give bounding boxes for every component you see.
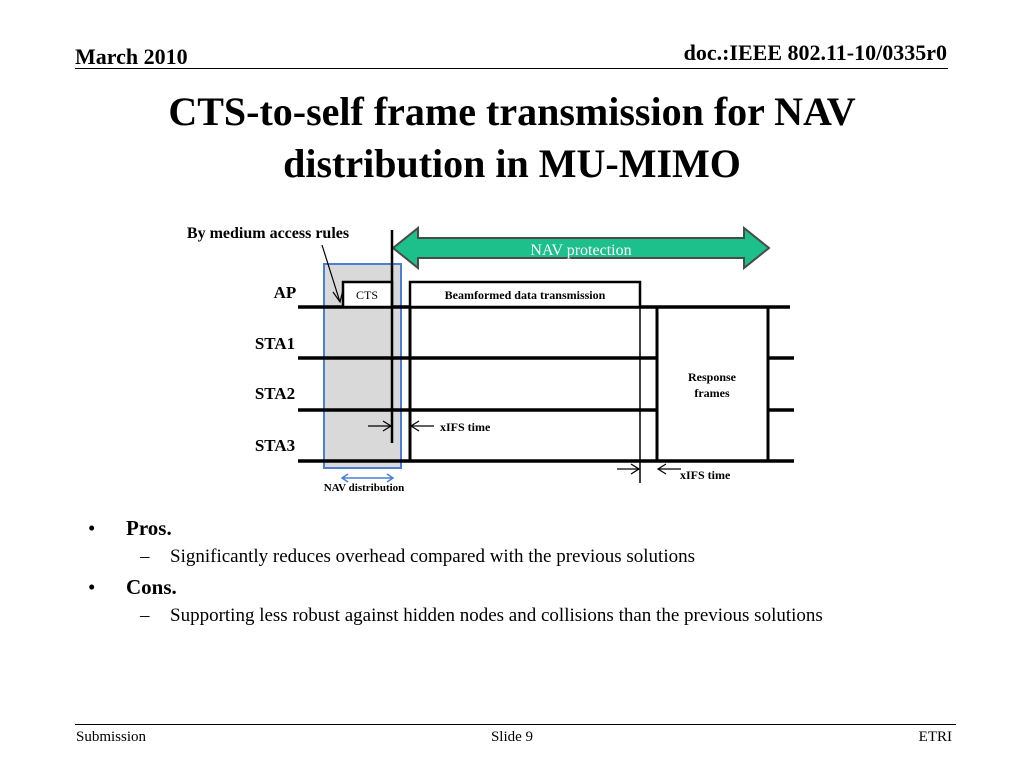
bullet-cons-sub: – Supporting less robust against hidden …: [88, 605, 948, 626]
xifs-label-1: xIFS time: [440, 420, 491, 434]
station-label-sta1: STA1: [255, 334, 295, 353]
beamformed-label: Beamformed data transmission: [445, 288, 606, 302]
beamformed-frame: [408, 280, 642, 309]
bullet-cons: • Cons.: [88, 573, 948, 601]
xifs-label-2: xIFS time: [680, 468, 731, 482]
header-date: March 2010: [75, 44, 188, 69]
xifs-arrowhead-2-left: [630, 463, 641, 475]
bullet-pros-text: Significantly reduces overhead compared …: [170, 546, 696, 567]
bullet-pros-sub: – Significantly reduces overhead compare…: [88, 546, 948, 567]
nav-protection-arrow: [391, 225, 771, 271]
nav-distribution-label: NAV distribution: [324, 482, 405, 494]
bullet-dash: –: [140, 546, 150, 567]
medium-access-pointer: [321, 244, 341, 303]
nav-distribution-arrowhead-right: [386, 473, 395, 483]
xifs-arrowhead-1-left: [382, 420, 393, 432]
xifs-arrowhead-1-right: [409, 420, 420, 432]
footer-slide-number: Slide 9: [490, 729, 534, 745]
bullet-dash: –: [140, 605, 150, 626]
slide-title: CTS-to-self frame transmission for NAV d…: [168, 89, 856, 186]
xifs-arrowhead-2-right: [656, 463, 667, 475]
station-label-sta2: STA2: [255, 384, 295, 403]
response-frames-label-line2: frames: [694, 386, 730, 400]
bullet-cons-text: Supporting less robust against hidden no…: [170, 605, 823, 626]
footer-divider: [75, 724, 956, 725]
response-frames-label-line1: Response: [688, 370, 737, 384]
cts-frame: [341, 280, 394, 309]
station-label-ap: AP: [274, 283, 297, 302]
footer-submission: Submission: [76, 729, 147, 745]
bullet-cons-label: Cons.: [126, 575, 177, 599]
bullet-pros: • Pros.: [88, 514, 948, 542]
nav-distribution-arrowhead-left: [340, 473, 349, 483]
bullet-pros-label: Pros.: [126, 516, 172, 540]
bullet-list: • Pros. – Significantly reduces overhead…: [88, 512, 948, 632]
bullet-dot: •: [88, 575, 96, 599]
cts-label: CTS: [356, 288, 378, 302]
medium-access-label: By medium access rules: [187, 225, 349, 242]
bullet-dot: •: [88, 516, 96, 540]
station-label-sta3: STA3: [255, 436, 295, 455]
header-document-id: doc.:IEEE 802.11-10/0335r0: [683, 40, 947, 65]
nav-protection-label: NAV protection: [530, 242, 631, 259]
footer-organization: ETRI: [918, 729, 952, 745]
header-divider: [75, 68, 948, 69]
